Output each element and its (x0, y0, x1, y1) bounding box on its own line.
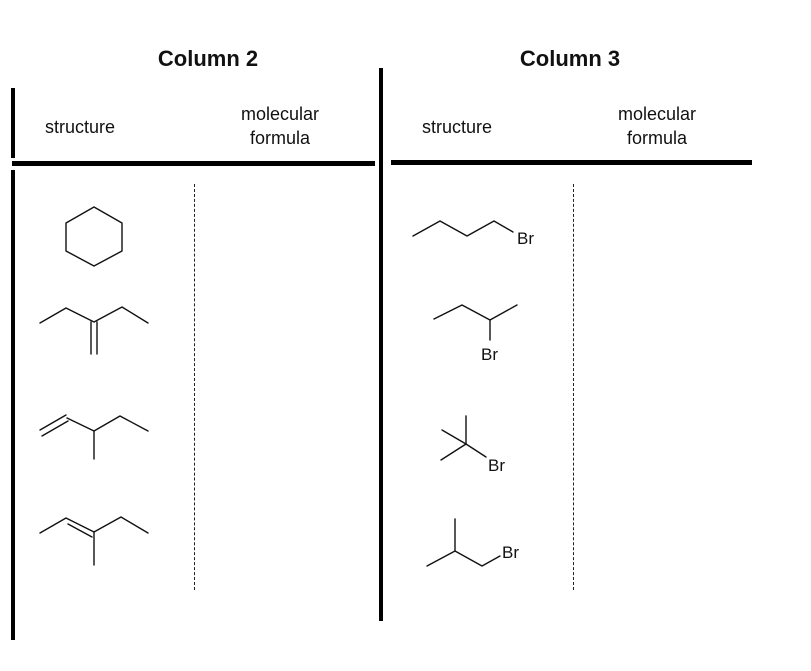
column-divider-rule (379, 68, 383, 621)
column-3-formula-header-line2: formula (626, 128, 688, 148)
column-2-body-left-rule (11, 170, 15, 640)
column-3-header-rule (391, 160, 752, 165)
bromobutane-2-structure: Br (433, 304, 518, 364)
tert-butyl-bromide-br-label: Br (488, 456, 505, 475)
bromobutane-1-br-label: Br (517, 229, 534, 248)
column-3-title: Column 3 (519, 46, 621, 71)
column-2-title: Column 2 (157, 46, 259, 71)
column-2-formula-header-line2: formula (249, 128, 311, 148)
column-3-formula-header-line1: molecular (617, 104, 697, 124)
bromobutane-2-br-label: Br (481, 345, 498, 364)
column-2-dashed-separator (194, 184, 195, 590)
bromomethylpropane-structure: Br (426, 518, 519, 567)
column-2-structure-header: structure (44, 117, 116, 137)
column-2-formula-header-line1: molecular (240, 104, 320, 124)
bromomethylpropane-br-label: Br (502, 543, 519, 562)
column-3-dashed-separator (573, 184, 574, 590)
ethylbutene-structure (39, 306, 149, 355)
column-2-formula-header: molecular formula (215, 102, 345, 150)
methylpentene-1-structure (39, 414, 149, 460)
column-2-header-left-rule (11, 88, 15, 158)
tert-butyl-bromide-structure: Br (440, 415, 505, 475)
column-2-header-rule (12, 161, 375, 166)
methylpentene-2-structure (39, 516, 149, 566)
column-3-structure-header: structure (421, 117, 493, 137)
column-3-formula-header: molecular formula (592, 102, 722, 150)
cyclohexane-structure (65, 206, 123, 267)
bromobutane-1-structure: Br (412, 220, 534, 248)
